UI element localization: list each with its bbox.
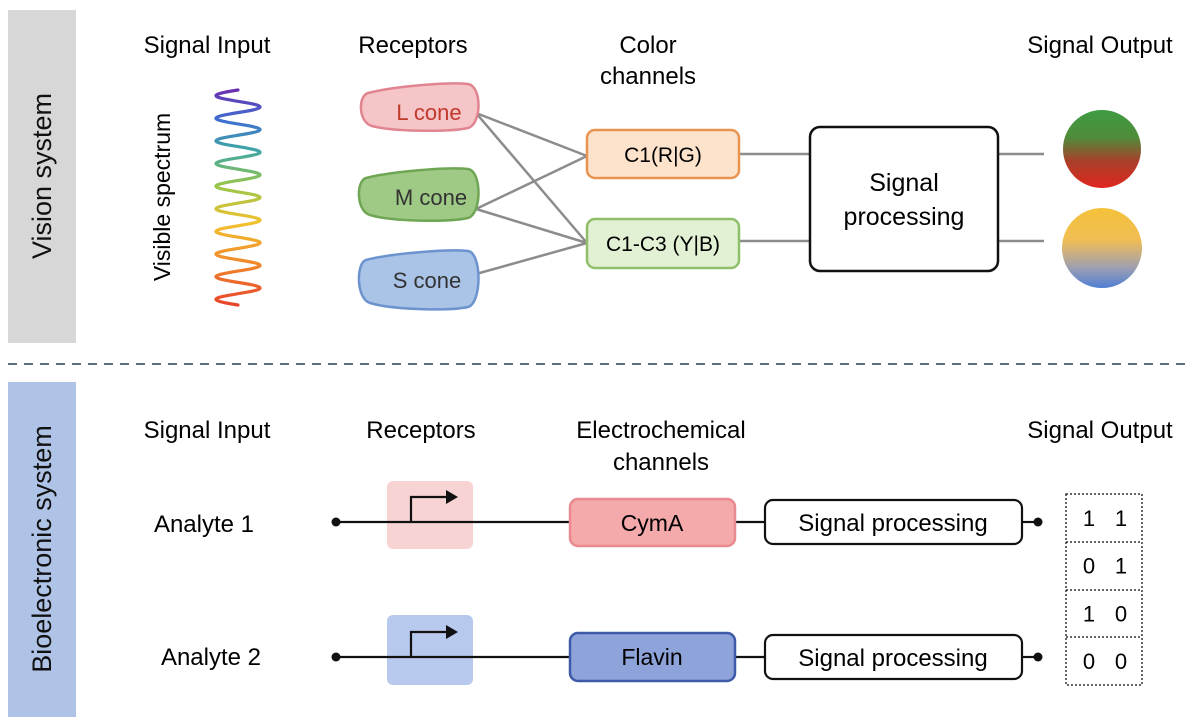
channel-c1: C1(R|G) (585, 128, 741, 180)
l-cone-shape (359, 82, 480, 133)
promoter-2-box (387, 615, 473, 685)
m-cone: M cone (357, 167, 480, 222)
cyma-box (568, 497, 737, 548)
vision-header-signal-output: Signal Output (1027, 32, 1173, 59)
bio-header-channels-line2: channels (613, 449, 709, 476)
vision-header-signal-input: Signal Input (144, 32, 271, 59)
bio-header-signal-output: Signal Output (1027, 417, 1173, 444)
truth-table-cell: 0 (1083, 554, 1095, 579)
analyte-1-label: Analyte 1 (154, 511, 254, 538)
channel-c3-label: C1-C3 (Y|B) (606, 233, 720, 256)
truth-table-cell: 1 (1115, 554, 1127, 579)
m-cone-shape (357, 167, 480, 222)
channel-c1-label: C1(R|G) (624, 144, 702, 167)
vision-signal-processing-box (808, 125, 1000, 273)
bio-signal-processing-1-label: Signal processing (798, 510, 987, 537)
truth-table-cell: 0 (1083, 649, 1095, 674)
vision-signal-processing-line2: processing (844, 203, 965, 231)
l-cone-label: L cone (396, 100, 461, 125)
promoter-2-arrow-icon (409, 625, 458, 657)
s-cone-shape (357, 249, 480, 311)
flavin-box (568, 631, 737, 683)
vision-signal-processing-line1: Signal (869, 169, 939, 197)
bio-header-channels-line1: Electrochemical (576, 417, 745, 444)
channel-c3-box (585, 217, 741, 270)
analyte-2-start-dot (331, 652, 341, 662)
promoter-1-box (387, 481, 473, 549)
promoter-1-arrow-icon (409, 490, 458, 522)
channel-c1-box (585, 128, 741, 180)
bio-signal-processing-1: Signal processing (763, 498, 1024, 546)
cone-channel-connectors (475, 111, 1044, 276)
cyma-label: CymA (621, 510, 684, 536)
flavin-label: Flavin (621, 644, 682, 670)
analyte-1-start-dot (331, 517, 341, 527)
bio-header-signal-input: Signal Input (144, 417, 271, 444)
vision-header-color-channels-line2: channels (600, 63, 696, 90)
truth-table-cell: 1 (1115, 506, 1127, 531)
vision-sidebar (8, 10, 76, 343)
bio-sidebar (8, 382, 76, 717)
s-cone-label: S cone (393, 268, 462, 293)
channel-c3: C1-C3 (Y|B) (585, 217, 741, 270)
flavin-channel: Flavin (568, 631, 737, 683)
m-cone-label: M cone (395, 185, 467, 210)
bio-signal-processing-2: Signal processing (763, 633, 1024, 681)
truth-table-cell: 1 (1083, 506, 1095, 531)
analyte-2-end-dot (1033, 652, 1043, 662)
bio-signal-processing-2-box (763, 633, 1024, 681)
vision-header-color-channels-line1: Color (619, 32, 676, 59)
truth-table-cell: 1 (1083, 601, 1095, 626)
truth-table-cell: 0 (1115, 649, 1127, 674)
vision-header-receptors: Receptors (358, 32, 467, 59)
vision-system-label: Vision system (27, 93, 57, 259)
bio-signal-processing-1-box (763, 498, 1024, 546)
truth-table-cell: 0 (1115, 601, 1127, 626)
bioelectronic-system-label: Bioelectronic system (27, 425, 57, 673)
visible-spectrum-label: Visible spectrum (149, 113, 175, 281)
analyte-1-end-dot (1033, 517, 1043, 527)
bio-header-receptors: Receptors (366, 417, 475, 444)
yellow-blue-output-circle (1062, 208, 1142, 288)
bio-signal-processing-2-label: Signal processing (798, 645, 987, 672)
red-green-output-circle (1063, 110, 1141, 188)
l-cone: L cone (359, 82, 480, 133)
spectrum-wave-icon (214, 88, 262, 307)
cyma-channel: CymA (568, 497, 737, 548)
vision-signal-processing: Signal processing (808, 125, 1000, 273)
analyte-2-label: Analyte 2 (161, 644, 261, 671)
s-cone: S cone (357, 249, 480, 311)
